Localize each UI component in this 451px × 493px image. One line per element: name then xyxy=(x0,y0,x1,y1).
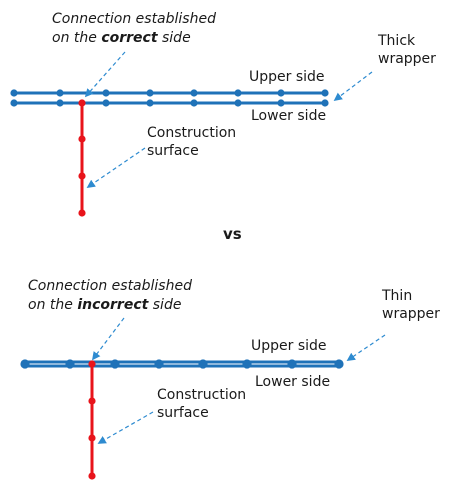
thick-upper-side-label: Upper side xyxy=(249,69,325,85)
wrapper-node xyxy=(102,99,110,107)
thick-caption-emphasis: correct xyxy=(101,30,158,46)
wrapper-node xyxy=(56,89,64,97)
thin-wrapper-label-line2: wrapper xyxy=(382,306,440,322)
wrapper-node xyxy=(234,89,242,97)
wrapper-node xyxy=(146,89,154,97)
thin-caption-line2: on the incorrect side xyxy=(28,296,192,315)
surface-node xyxy=(78,135,86,143)
thin-wrapper-arrow xyxy=(346,334,386,361)
wrapper-node xyxy=(321,99,329,107)
thin-wrapper-label-line1: Thin xyxy=(382,288,413,304)
wrapper-node xyxy=(277,99,285,107)
wrapper-node xyxy=(321,89,329,97)
vs-separator: vs xyxy=(223,225,242,243)
thin-construction-surface-nodes xyxy=(88,360,96,480)
wrapper-node xyxy=(190,89,198,97)
thick-caption-suffix: side xyxy=(157,30,191,46)
wrapper-node xyxy=(10,89,18,97)
surface-node xyxy=(78,172,86,180)
surface-node xyxy=(88,434,96,442)
thick-construction-surface-nodes xyxy=(78,99,86,217)
thick-surface-label-line2: surface xyxy=(147,143,199,159)
wrapper-node xyxy=(234,99,242,107)
thick-caption-prefix: on the xyxy=(52,30,102,46)
surface-node xyxy=(88,397,96,405)
wrapper-node xyxy=(56,99,64,107)
wrapper-node xyxy=(277,89,285,97)
thick-caption: Connection established on the correct si… xyxy=(52,10,216,48)
wrapper-node xyxy=(65,359,75,369)
thick-caption-arrow xyxy=(84,51,126,98)
thin-caption-prefix: on the xyxy=(28,297,78,313)
wrapper-node xyxy=(102,89,110,97)
thick-wrapper-label-line2: wrapper xyxy=(378,51,436,67)
thick-wrapper-label: Thick wrapper xyxy=(378,32,436,68)
thick-lower-side-label: Lower side xyxy=(251,108,327,124)
wrapper-node xyxy=(198,359,208,369)
surface-node xyxy=(88,360,96,368)
wrapper-node xyxy=(20,359,30,369)
thick-wrapper-label-line1: Thick xyxy=(378,33,416,49)
thick-wrapper-upper-nodes xyxy=(10,89,329,97)
thin-wrapper-nodes xyxy=(20,359,344,369)
thick-caption-line1: Connection established xyxy=(52,11,216,27)
thick-wrapper-panel xyxy=(10,51,373,217)
thin-upper-side-label: Upper side xyxy=(251,338,327,354)
thick-surface-label-line1: Construction xyxy=(147,125,237,141)
thin-caption-line1: Connection established xyxy=(28,278,192,294)
thick-wrapper-arrow xyxy=(333,71,373,102)
thin-caption-emphasis: incorrect xyxy=(77,297,149,313)
thick-surface-label: Construction surface xyxy=(147,124,236,160)
thin-lower-side-label: Lower side xyxy=(255,374,331,390)
thin-surface-label-line2: surface xyxy=(157,405,209,421)
wrapper-node xyxy=(190,99,198,107)
surface-node xyxy=(88,472,96,480)
thin-caption: Connection established on the incorrect … xyxy=(28,277,192,315)
wrapper-node xyxy=(10,99,18,107)
wrapper-node xyxy=(242,359,252,369)
wrapper-node xyxy=(334,359,344,369)
thin-caption-arrow xyxy=(91,317,125,361)
thin-surface-label: Construction surface xyxy=(157,386,246,422)
wrapper-node xyxy=(146,99,154,107)
thick-caption-line2: on the correct side xyxy=(52,29,216,48)
thick-wrapper-lower-nodes xyxy=(10,99,329,107)
thin-caption-suffix: side xyxy=(148,297,182,313)
thick-surface-arrow xyxy=(86,147,146,188)
wrapper-node xyxy=(287,359,297,369)
wrapper-node xyxy=(154,359,164,369)
thin-wrapper-panel xyxy=(20,317,386,480)
wrapper-node xyxy=(110,359,120,369)
surface-node xyxy=(78,209,86,217)
surface-node xyxy=(78,99,86,107)
thin-wrapper-label: Thin wrapper xyxy=(382,287,440,323)
thin-surface-label-line1: Construction xyxy=(157,387,247,403)
thin-surface-arrow xyxy=(97,411,154,444)
